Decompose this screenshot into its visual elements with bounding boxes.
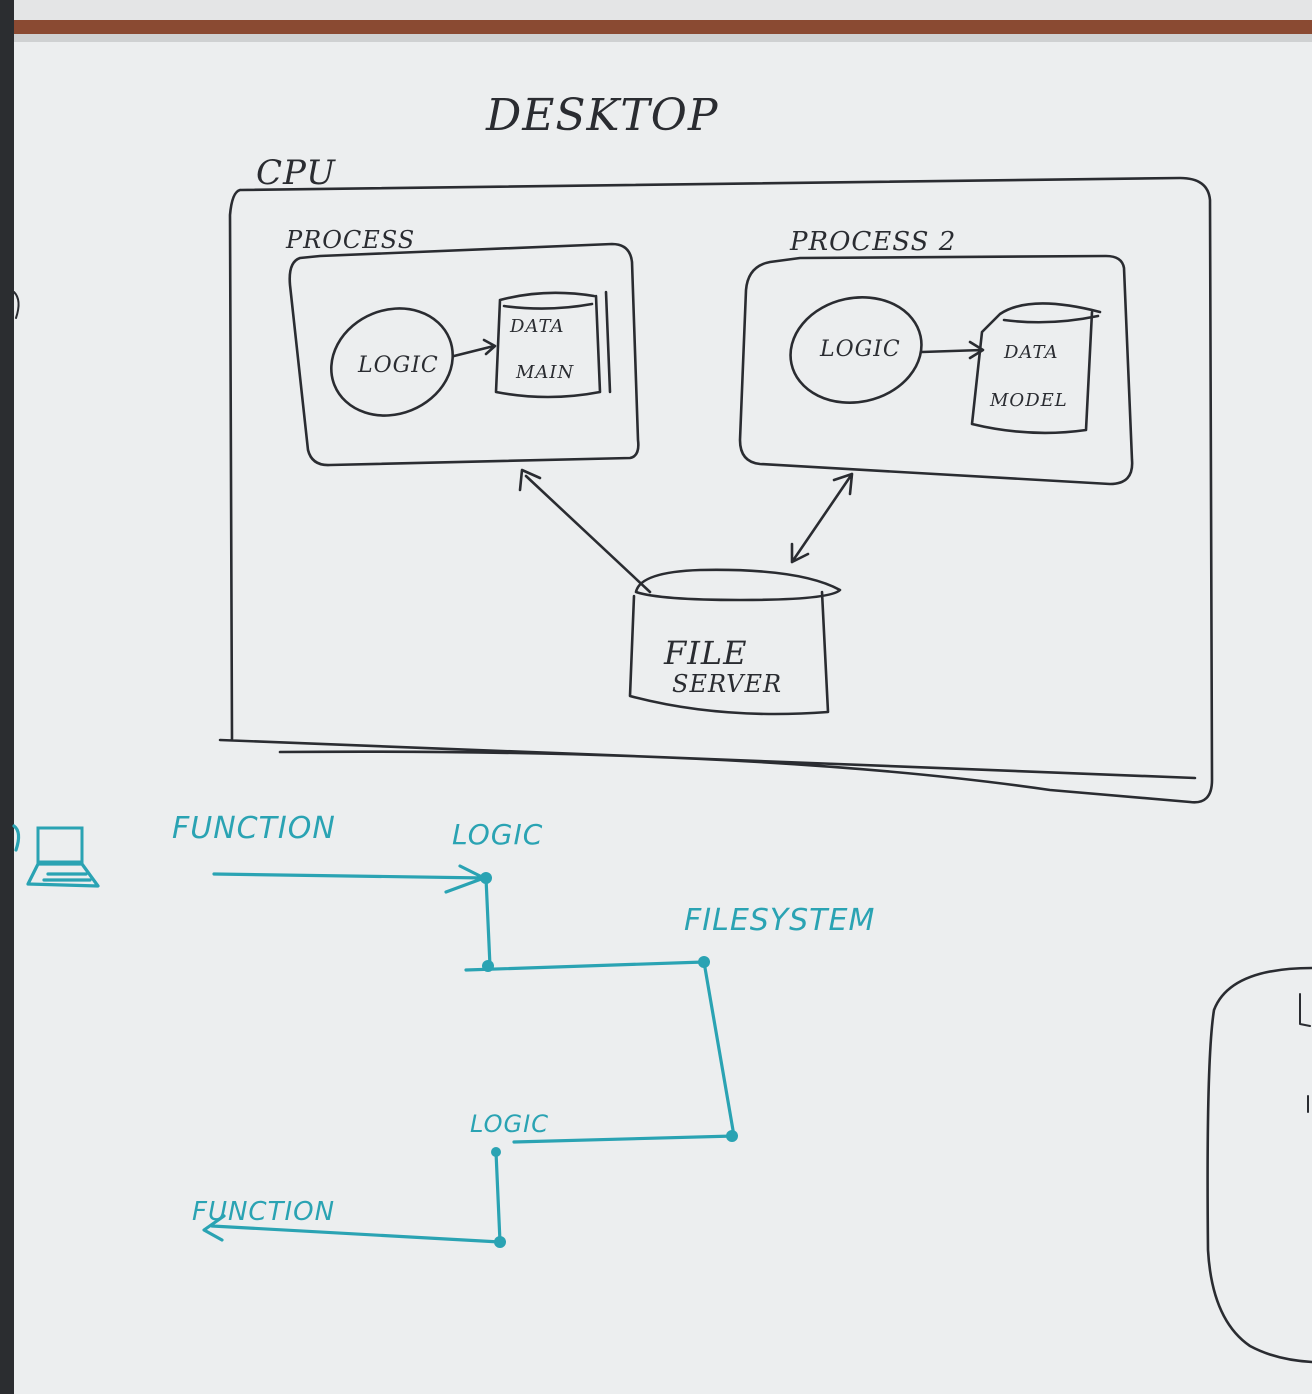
flow-line-filesystem-down [702,960,736,1138]
flow-node-corner-2 [726,1130,738,1142]
flow-arrow-to-function-bottom [202,1214,502,1244]
flow-node-logic-top [480,872,492,884]
partial-box-mark-1 [1299,993,1311,1027]
laptop-screen [36,826,84,864]
process-1-logic-label: LOGIC [357,353,439,378]
desktop-title: DESKTOP [485,90,719,141]
file-server-to-process-2-arrow [790,472,854,564]
flow-line-to-filesystem [464,960,706,972]
process-2-arrow [920,340,985,360]
board-left-edge [0,0,14,1394]
file-server-to-process-1-arrow [518,468,652,594]
flow-arrow-function-to-logic [212,864,488,894]
process-1-arrow [452,338,497,358]
flow-node-logic-bottom [491,1147,501,1157]
laptop-icon [12,824,100,888]
cpu-box [218,176,1214,804]
file-server-line1: FILE [663,634,747,672]
flow-node-corner-3 [494,1236,506,1248]
process-2-data-line1: DATA [1003,342,1058,363]
partial-box-right [1206,966,1312,1364]
cpu-label: CPU [256,153,336,193]
flow-line-to-logic-bottom [512,1134,736,1144]
board-top-frame [14,20,1312,34]
process-1-data-store [494,290,612,399]
flow-node-filesystem [698,956,710,968]
flow-node-corner-1 [482,960,494,972]
process-2-logic-label: LOGIC [819,337,901,362]
file-server-cylinder [628,568,842,716]
process-1-data-line2: MAIN [515,362,575,383]
process-1-logic-ellipse [330,307,454,417]
flow-line-logic-bottom-down [494,1150,502,1244]
process-1-label: PROCESS [285,226,415,254]
edge-mark-top [13,291,20,319]
file-server-line2: SERVER [672,670,782,698]
flow-function-top: FUNCTION [172,811,336,846]
process-2-box [738,254,1134,486]
board-top-frame-shadow [14,34,1312,42]
flow-logic-top: LOGIC [452,818,543,851]
flow-logic-bottom: LOGIC [470,1110,549,1138]
flow-line-logic-down [484,876,492,968]
process-2-data-line2: MODEL [989,390,1068,411]
process-2-label: PROCESS 2 [789,227,956,257]
process-2-logic-ellipse [789,296,923,404]
process-1-data-line1: DATA [509,316,564,337]
process-2-data-store [970,302,1102,435]
flow-filesystem: FILESYSTEM [684,903,875,938]
process-1-box [288,242,640,467]
